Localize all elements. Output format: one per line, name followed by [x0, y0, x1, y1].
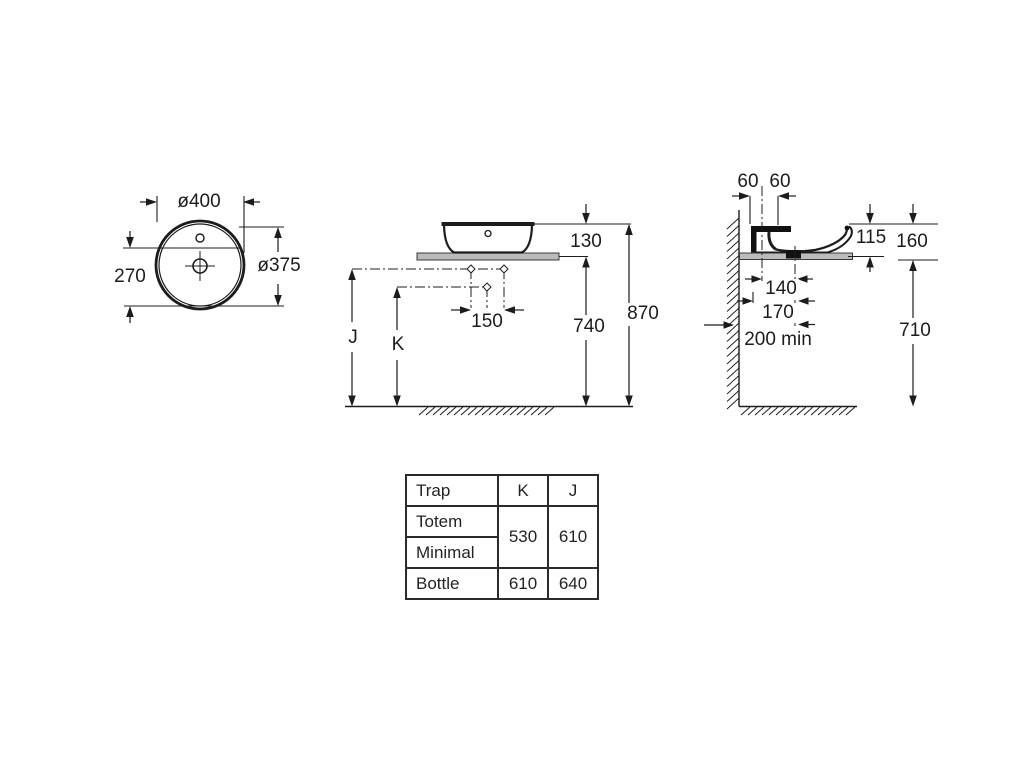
table-header-j: J [547, 474, 599, 507]
dim-wall-offset-1: 60 [735, 171, 761, 193]
table-cell-bottle-j: 640 [547, 567, 599, 600]
wall-hatch [726, 217, 740, 410]
table-cell-totem-minimal-k: 530 [497, 505, 549, 569]
dim-total-depth: 160 [894, 231, 930, 253]
centerline-markers [466, 264, 509, 292]
side-view [704, 186, 938, 416]
dim-worktop-clearance: 710 [897, 320, 933, 342]
trap-table: Trap K J Totem 530 610 Minimal Bottle 61… [405, 474, 599, 600]
basin-outer-rim [154, 219, 246, 311]
overflow-hole [484, 229, 492, 238]
drain-centerlines [352, 268, 505, 308]
dim-center-offset: 270 [112, 266, 148, 288]
label-trap-j: J [346, 327, 360, 349]
dim-inner-diameter: ø375 [255, 255, 303, 277]
floor-hatch [418, 406, 555, 416]
drain-crosshair [185, 251, 215, 281]
countertop [416, 252, 560, 261]
dim-hole-spacing: 150 [469, 311, 505, 333]
table-header-k: K [497, 474, 549, 507]
table-cell-bottle-k: 610 [497, 567, 549, 600]
tap-hole [195, 233, 205, 243]
dim-drain-offset-min: 200 min [742, 329, 814, 351]
dim-drain-offset-1: 140 [763, 278, 799, 300]
drain-stub [786, 250, 801, 259]
table-row: Minimal [405, 536, 598, 569]
label-trap-k: K [389, 334, 407, 356]
table-cell-bottle: Bottle [405, 567, 499, 600]
front-view [345, 204, 633, 416]
dim-rim-above-worktop: 115 [853, 227, 889, 249]
table-header-trap: Trap [405, 474, 499, 507]
top-view [123, 196, 284, 323]
table-row: Totem 530 610 [405, 505, 599, 569]
basin-front-outline [442, 224, 534, 254]
dim-wall-offset-2: 60 [767, 171, 793, 193]
table-row: Trap K J [405, 474, 599, 507]
dim-rim-height: 870 [625, 303, 661, 325]
table-cell-totem: Totem [405, 505, 499, 538]
dim-drain-offset-2: 170 [760, 302, 796, 324]
floor-hatch-side [740, 406, 856, 416]
table-cell-minimal: Minimal [405, 536, 499, 569]
table-row: Bottle 610 640 [405, 567, 599, 600]
table-cell-totem-minimal-j: 610 [547, 505, 599, 569]
dim-basin-height: 130 [568, 231, 604, 253]
dim-outer-diameter: ø400 [175, 191, 223, 213]
dim-worktop-height: 740 [571, 316, 607, 338]
